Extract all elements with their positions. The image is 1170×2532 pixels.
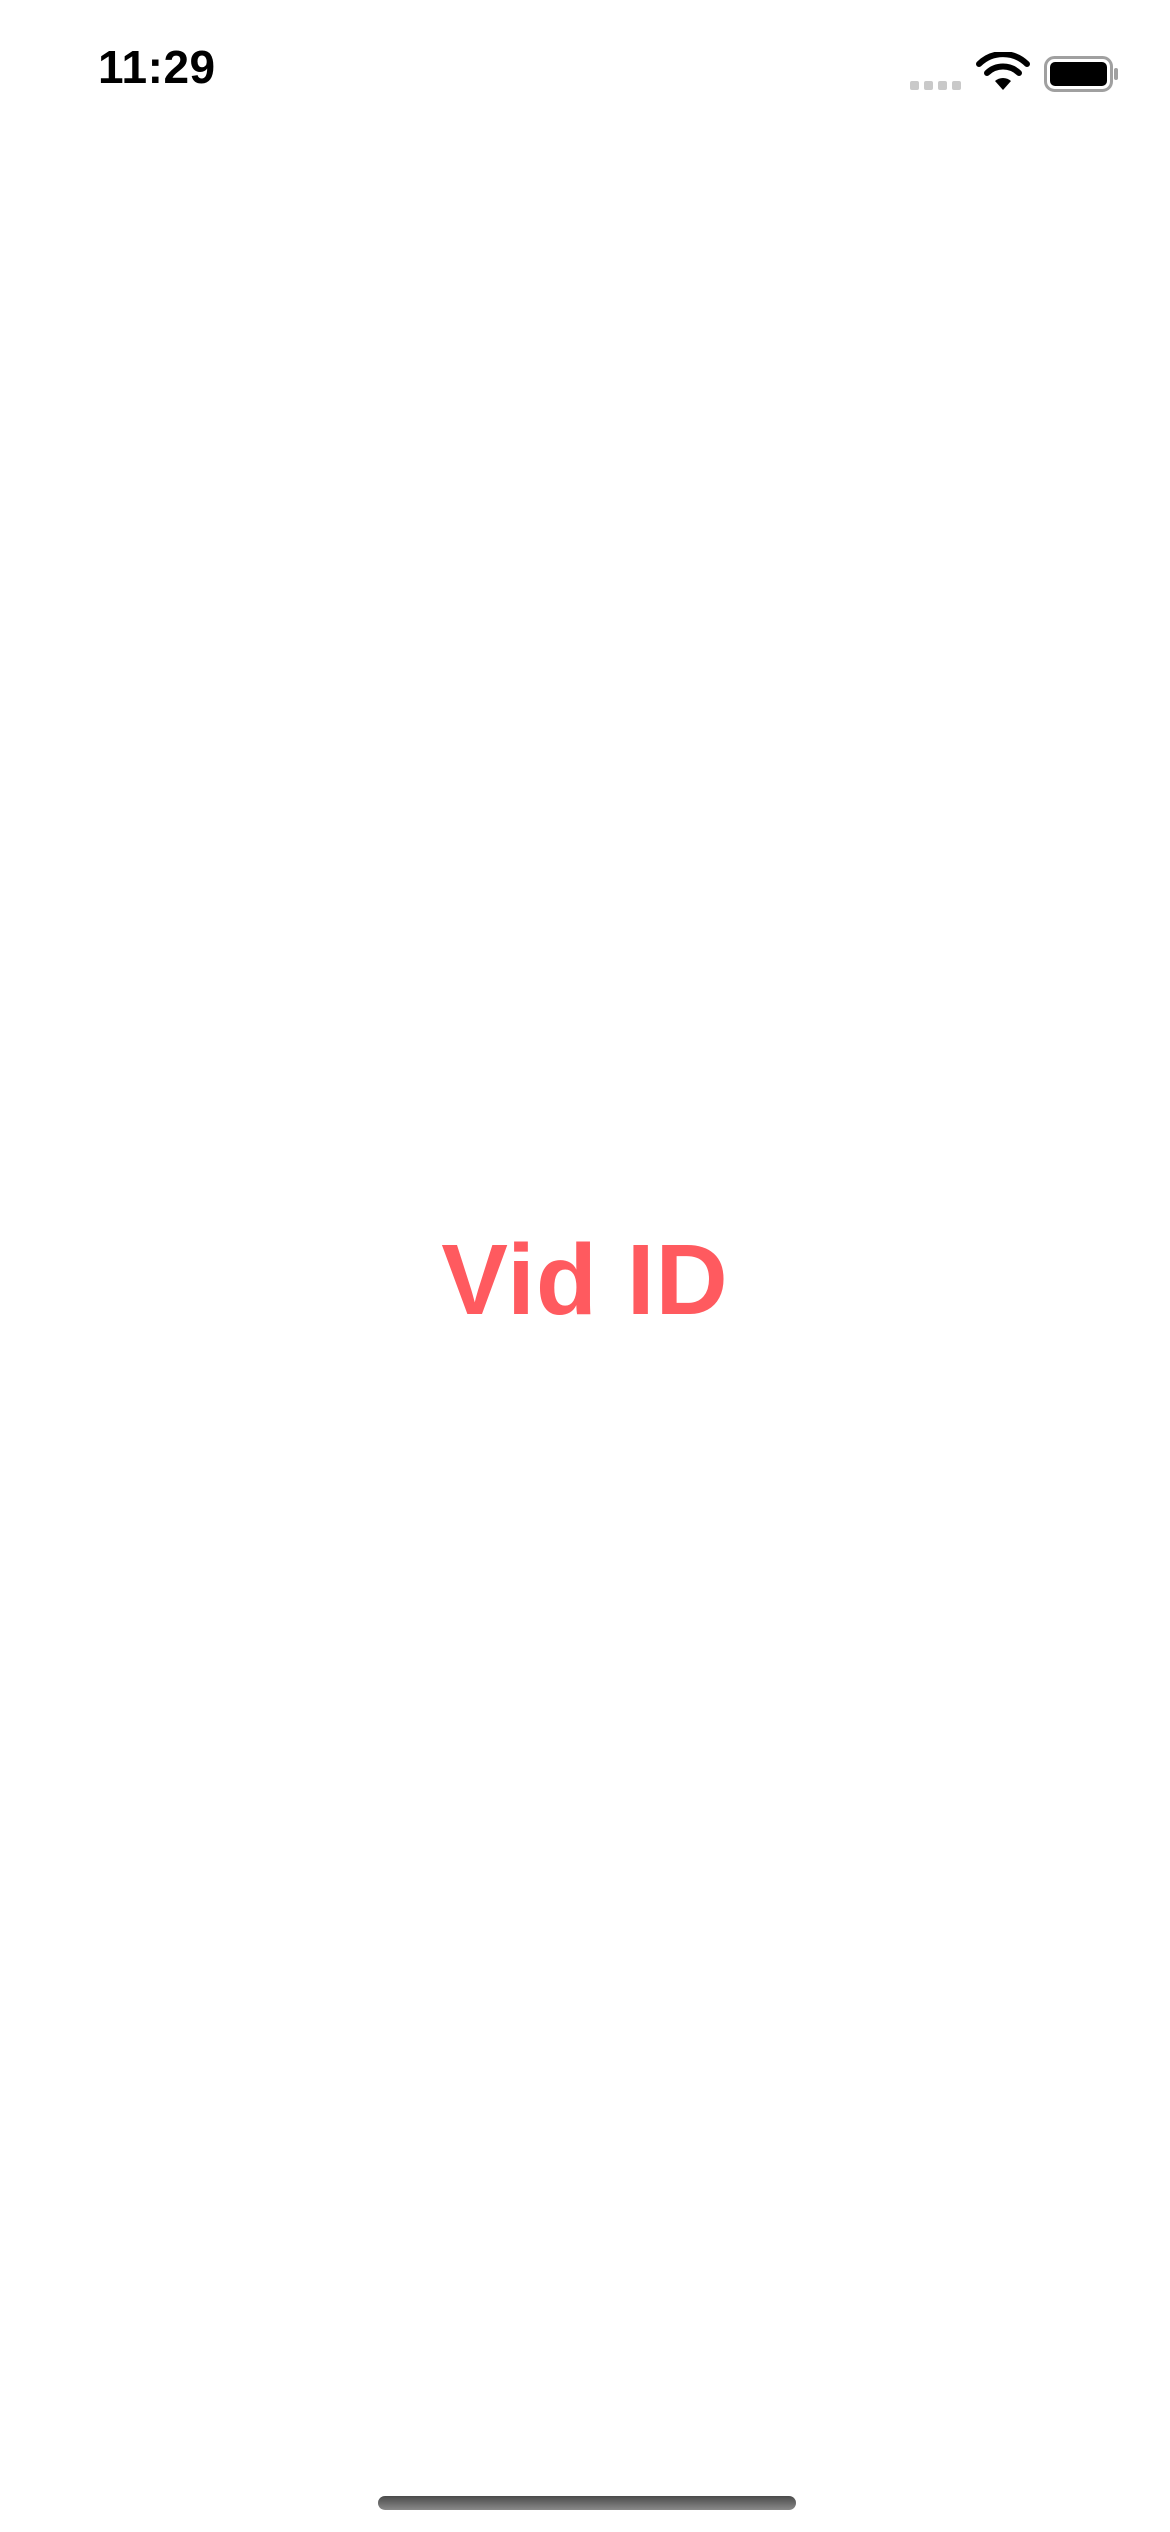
battery-icon: [1044, 56, 1118, 92]
home-indicator[interactable]: [378, 2496, 796, 2510]
app-title: Vid ID: [441, 1224, 729, 1336]
status-bar: 11:29: [0, 0, 1170, 150]
wifi-icon: [976, 52, 1030, 90]
status-time: 11:29: [98, 41, 216, 93]
cellular-signal-icon: [910, 81, 961, 90]
